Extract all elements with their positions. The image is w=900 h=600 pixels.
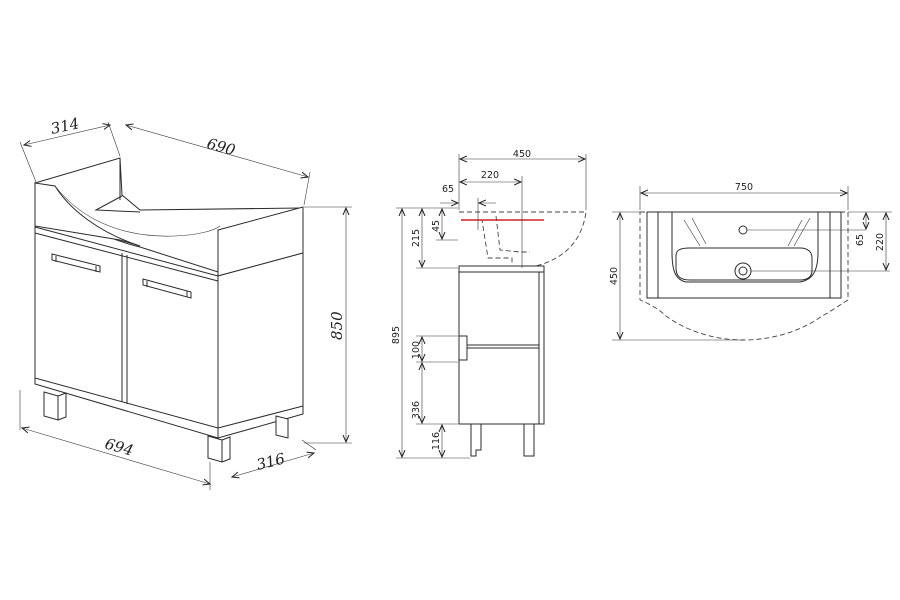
- dim-side-legs: 116: [431, 432, 442, 450]
- top-tap-hole: [738, 225, 748, 235]
- basin-curve: [54, 185, 221, 237]
- dim-iso-depth-bottom: 316: [255, 449, 288, 474]
- top-basin-slopes: [683, 217, 811, 247]
- leg-front-left: [43, 391, 67, 421]
- top-basin-dashed: [639, 211, 849, 341]
- leg-back-right: [275, 415, 289, 439]
- door-handle-left: [51, 253, 101, 273]
- back-panel-edge: [94, 158, 141, 213]
- side-top-slab: [458, 265, 545, 273]
- cabinet-right-side: [217, 252, 304, 439]
- dim-side-total-height: 895: [391, 326, 402, 344]
- side-leg-front: [470, 423, 482, 457]
- cabinet-top-left-panel: [34, 182, 141, 247]
- basin-inner-dashed: [464, 215, 530, 266]
- basin-dashed-outline: [459, 211, 587, 267]
- dim-side-upper-height: 215: [411, 229, 422, 247]
- dim-side-shelf: 100: [411, 341, 422, 359]
- dim-side-top-offset: 65: [442, 184, 454, 195]
- dim-iso-depth-top: 314: [49, 114, 81, 138]
- side-leg-back: [523, 423, 535, 457]
- dim-top-depth: 450: [609, 267, 620, 285]
- dim-side-rim: 45: [431, 220, 442, 232]
- side-handle: [458, 335, 468, 361]
- dim-iso-width-bottom: 694: [103, 435, 135, 460]
- door-handle-right: [142, 278, 192, 299]
- dim-side-basin-offset: 220: [481, 170, 499, 181]
- dim-top-offset-small: 65: [855, 234, 866, 246]
- isometric-view: 314 690 850 694 316: [19, 114, 352, 490]
- dim-iso-width-top: 690: [205, 134, 238, 159]
- side-view: 450 220 65 895 215 45 100 336 116: [391, 149, 587, 459]
- leg-front-right: [207, 435, 231, 463]
- top-view: 750 450 65 220: [609, 182, 892, 341]
- dim-top-offset-large: 220: [875, 233, 886, 251]
- dim-side-lower: 336: [411, 401, 422, 419]
- door-divider: [121, 253, 128, 404]
- top-basin-inner: [671, 211, 819, 283]
- dim-iso-height: 850: [328, 311, 346, 340]
- bottom-band: [34, 377, 304, 429]
- dim-side-depth: 450: [513, 149, 531, 160]
- dim-top-width: 750: [735, 182, 753, 193]
